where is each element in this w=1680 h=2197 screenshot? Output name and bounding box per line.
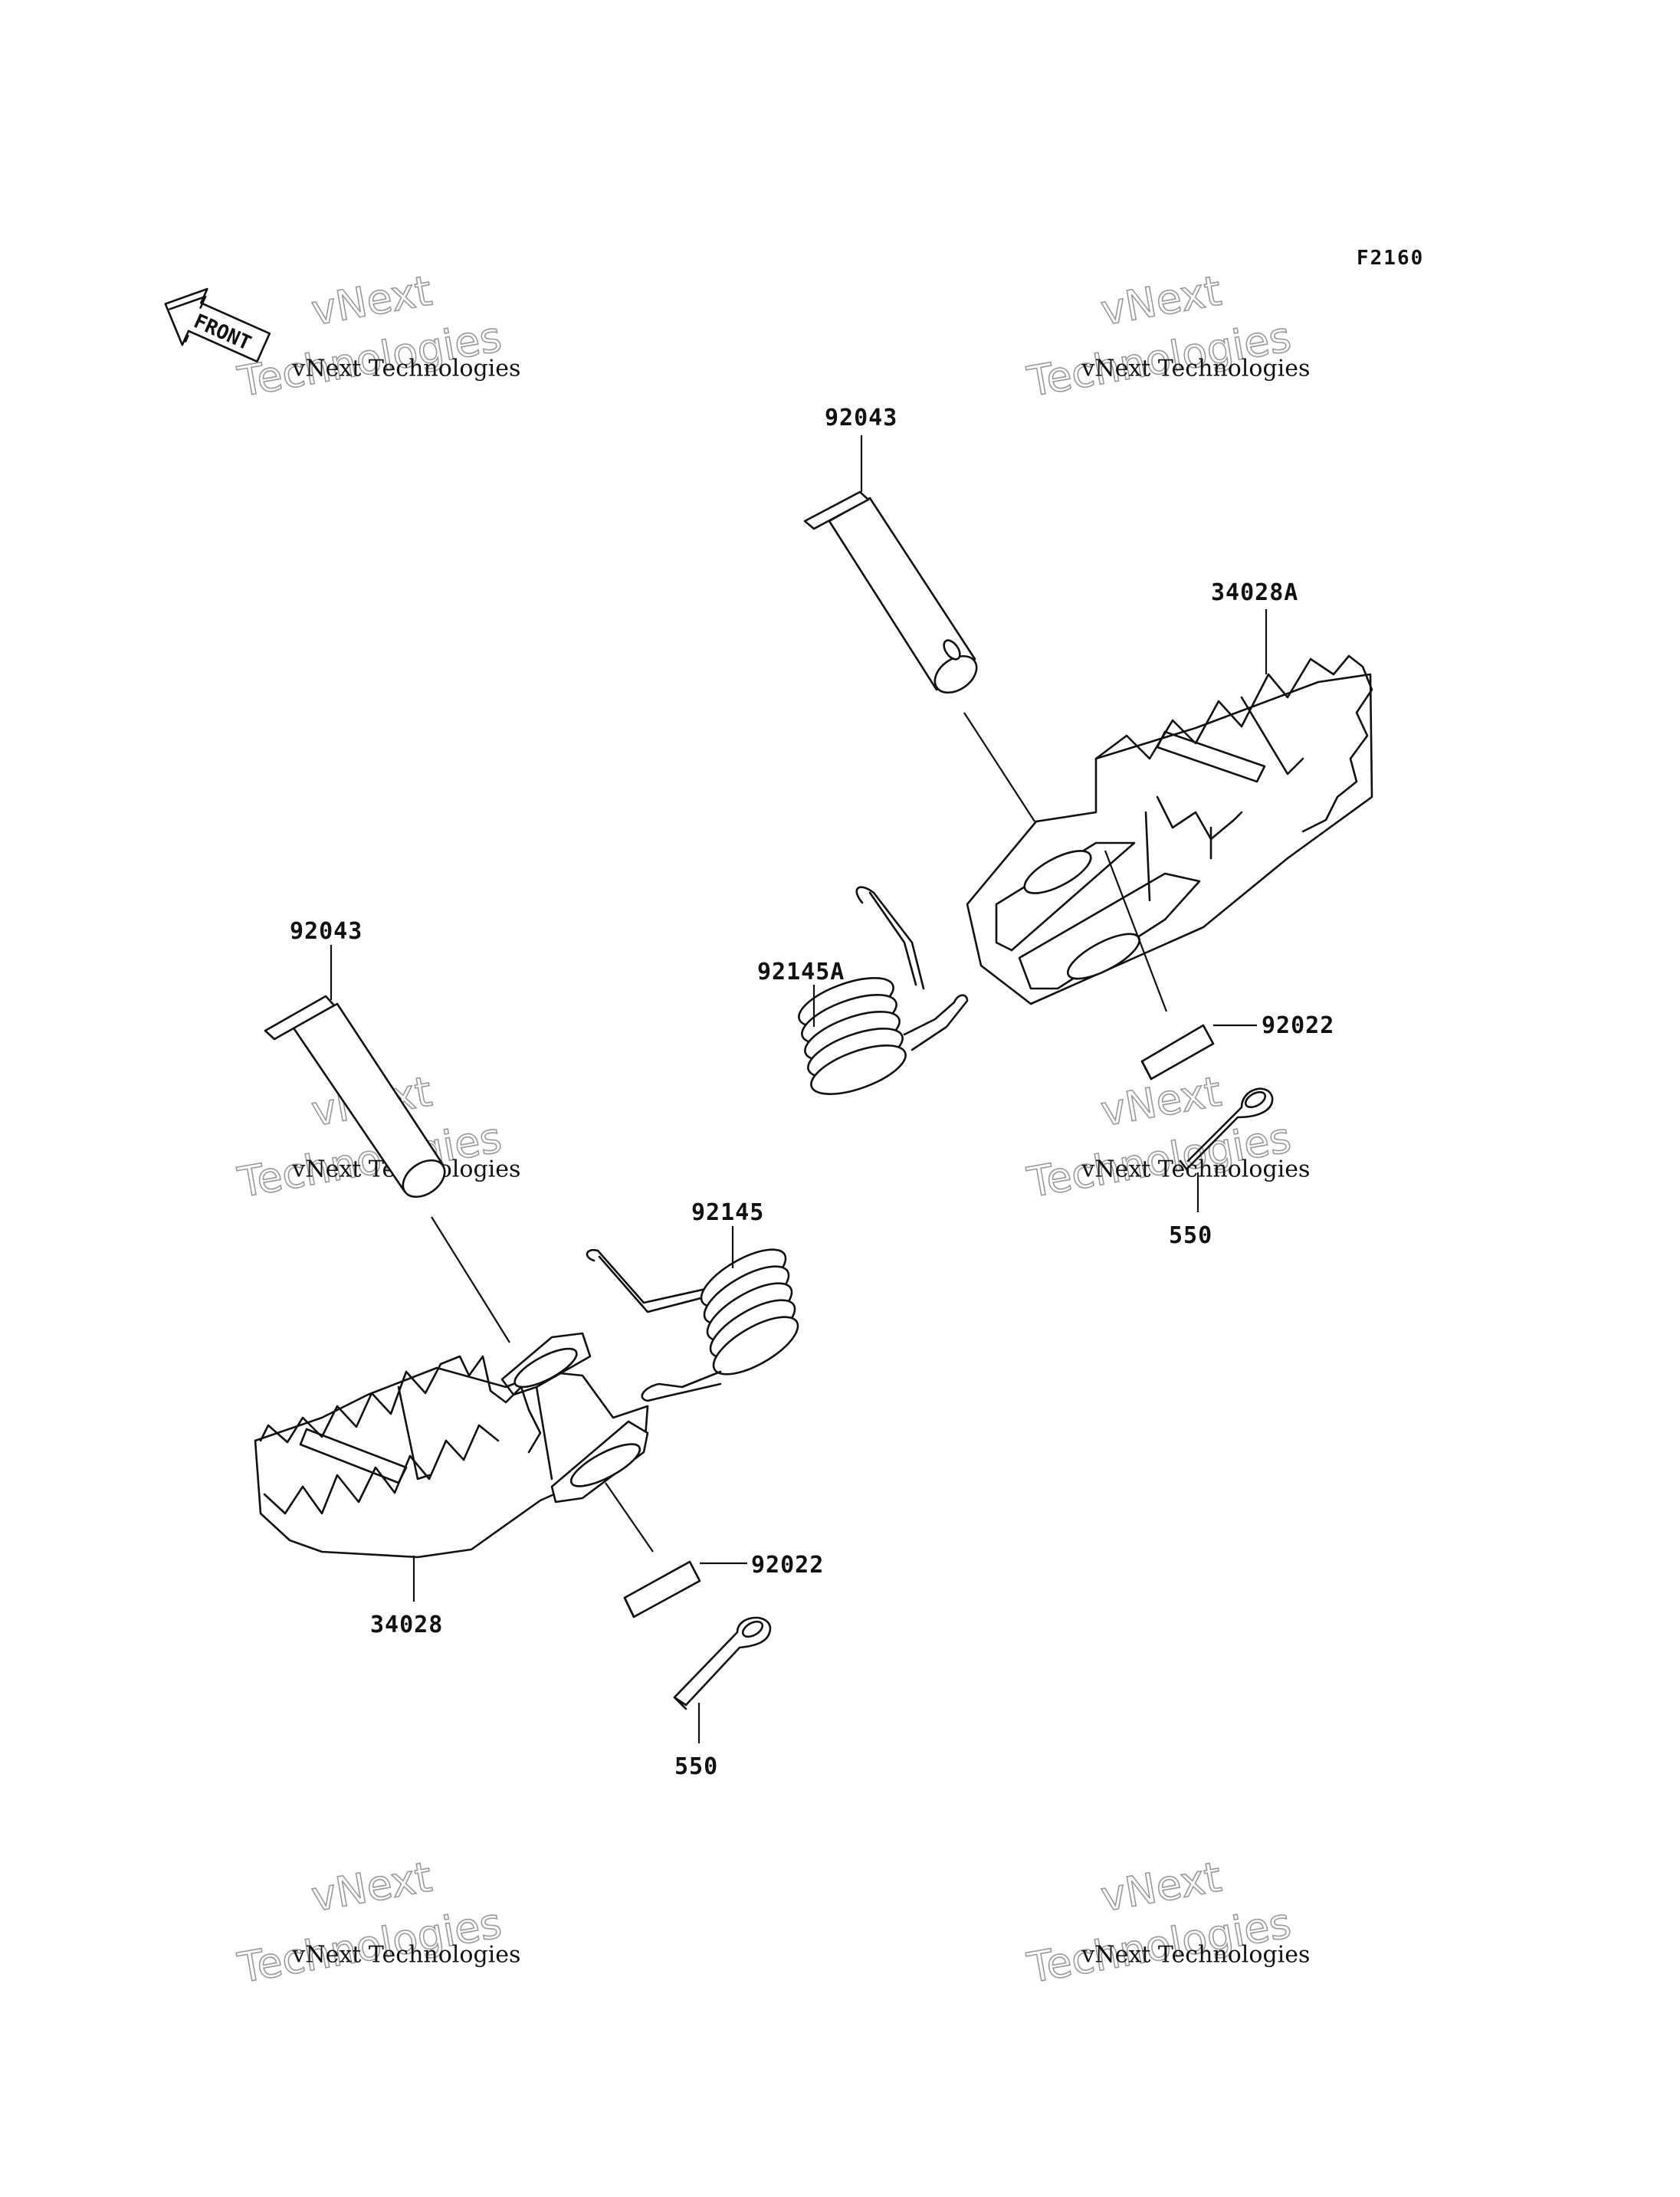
leader-pin-to-footpeg-left (431, 1216, 510, 1343)
watermark: vNext Technologies vNext Technologies (234, 1852, 521, 1993)
svg-text:vNext: vNext (308, 1853, 435, 1921)
washer-right (1140, 1024, 1215, 1080)
label-spring-left: 92145 (691, 1199, 764, 1226)
svg-text:vNext: vNext (1098, 267, 1225, 335)
spring-left (586, 1248, 799, 1402)
label-washer-left: 92022 (751, 1552, 824, 1579)
cotter-pin-right (1179, 1087, 1274, 1172)
spring-right (798, 886, 969, 1095)
leader-pin-to-footpeg-right (1104, 850, 1168, 1012)
pin-right (803, 490, 978, 694)
footpeg-right (966, 654, 1373, 1005)
svg-text:vNext: vNext (1098, 1853, 1225, 1921)
leader-pin-right (963, 712, 1035, 822)
leader-footpeg-to-washer-left (605, 1482, 654, 1553)
svg-text:vNext Technologies: vNext Technologies (291, 355, 520, 382)
svg-text:vNext: vNext (1098, 1067, 1225, 1136)
svg-text:vNext Technologies: vNext Technologies (1081, 1941, 1310, 1968)
footpeg-left (254, 1332, 649, 1559)
label-cotter-right: 550 (1169, 1222, 1212, 1249)
svg-text:vNext: vNext (308, 267, 435, 335)
label-footpeg-right: 34028A (1211, 579, 1298, 606)
svg-text:vNext Technologies: vNext Technologies (291, 1941, 520, 1968)
label-cotter-left: 550 (674, 1753, 718, 1780)
label-footpeg-left: 34028 (370, 1612, 443, 1638)
watermark: vNext Technologies vNext Technologies (1023, 1852, 1311, 1993)
watermark: vNext Technologies vNext Technologies (1023, 266, 1311, 407)
label-pin-left: 92043 (290, 918, 363, 945)
svg-text:vNext Technologies: vNext Technologies (1081, 355, 1310, 382)
watermark: vNext Technologies vNext Technologies (234, 266, 521, 407)
label-pin-right: 92043 (825, 405, 897, 431)
pin-left (264, 995, 446, 1199)
figure-code: F2160 (1357, 247, 1424, 270)
cotter-pin-left (673, 1616, 772, 1710)
watermark: vNext Technologies vNext Technologies (1023, 1067, 1311, 1208)
washer-left (623, 1560, 701, 1618)
label-washer-right: 92022 (1262, 1012, 1334, 1039)
label-spring-right: 92145A (757, 959, 845, 985)
